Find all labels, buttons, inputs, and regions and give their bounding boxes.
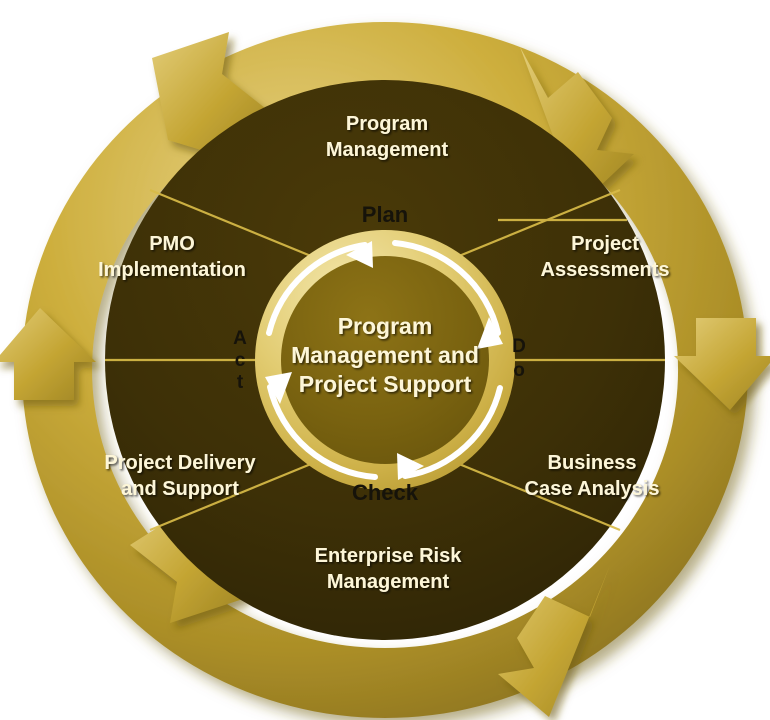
pdca-label-check: Check: [352, 480, 419, 505]
segment-line-1: Case Analysis: [525, 478, 660, 500]
pdca-label-act: A c t: [233, 328, 247, 393]
svg-text:A: A: [233, 328, 247, 349]
segment-label-pmo-implementation: PMO Implementation: [98, 233, 246, 281]
pdca-arrow-check-to-act: [265, 372, 378, 480]
segment-line-0: Business: [548, 452, 637, 474]
segment-line-0: Project: [571, 233, 639, 255]
pdca-label-plan: Plan: [362, 202, 408, 227]
segment-line-0: PMO: [149, 233, 195, 255]
segment-label-enterprise-risk-management: Enterprise Risk Management: [315, 545, 463, 593]
outer-arrow-top-left: [152, 32, 270, 163]
outer-arrow-left: [0, 308, 96, 400]
center-line-2: Project Support: [299, 371, 472, 397]
svg-text:D: D: [512, 336, 526, 357]
segment-label-program-management: Program Management: [326, 113, 449, 161]
svg-text:t: t: [237, 372, 244, 393]
outer-arrow-top-right: [520, 47, 634, 206]
outer-arrow-right: [674, 318, 770, 410]
center-line-1: Management and: [291, 342, 479, 368]
pdca-arrow-plan-to-do: [392, 240, 503, 349]
center-label: Program Management and Project Support: [291, 313, 479, 397]
segment-label-project-assessments: Project Assessments: [541, 233, 670, 281]
pdca-labels: Plan Check D o A c t: [233, 202, 526, 505]
segment-line-1: Management: [326, 139, 449, 161]
outer-arrow-bottom-right: [498, 565, 610, 717]
segment-line-1: Assessments: [541, 259, 670, 281]
segment-line-0: Program: [346, 113, 428, 135]
segment-line-0: Project Delivery: [104, 452, 256, 474]
pdca-arrow-do-to-check: [397, 385, 503, 480]
center-line-0: Program: [338, 313, 433, 339]
pdca-arrow-act-to-plan: [266, 241, 373, 336]
segment-labels: Program Management Project Assessments B…: [98, 113, 669, 593]
pdca-label-do: D o: [512, 336, 526, 381]
segment-line-0: Enterprise Risk: [315, 545, 463, 567]
segment-line-1: and Support: [121, 478, 239, 500]
pdca-ring: [255, 230, 515, 490]
segment-dividers: [105, 188, 665, 532]
segment-line-1: Implementation: [98, 259, 246, 281]
segment-line-1: Management: [327, 571, 450, 593]
segment-label-business-case-analysis: Business Case Analysis: [525, 452, 660, 500]
svg-text:c: c: [235, 350, 246, 371]
pdca-flow-arrows: [265, 240, 503, 480]
svg-text:o: o: [513, 360, 525, 381]
segment-label-project-delivery-and-support: Project Delivery and Support: [104, 452, 256, 500]
